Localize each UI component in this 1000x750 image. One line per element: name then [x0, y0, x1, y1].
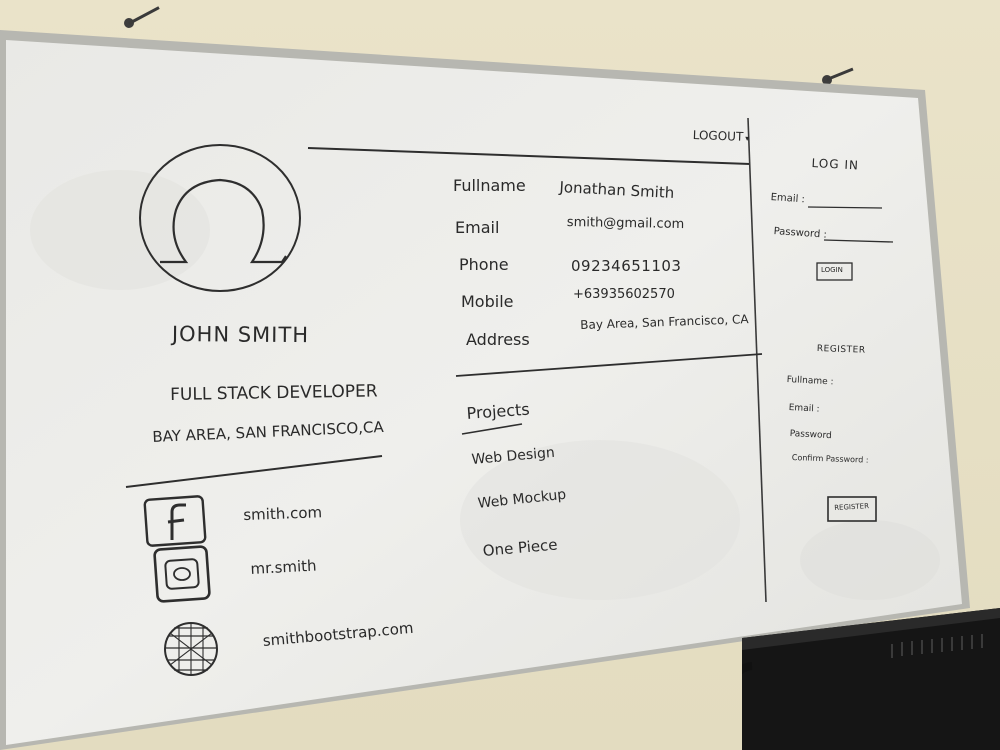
board-smudge	[30, 170, 210, 290]
login-password-field[interactable]	[824, 227, 893, 240]
board-smudge	[460, 440, 740, 600]
register-password-field[interactable]: Password	[789, 429, 832, 442]
profile-divider	[125, 455, 383, 488]
projector-device	[742, 608, 1000, 750]
logout-label: LOGOUT	[692, 128, 744, 144]
login-password-underline	[823, 239, 894, 243]
register-button-box	[827, 496, 877, 522]
board-surface	[6, 40, 962, 745]
detail-value-mobile: +63935602570	[573, 287, 675, 302]
login-email-underline	[807, 206, 883, 209]
instagram-icon	[153, 545, 211, 603]
detail-label-fullname: Fullname	[453, 176, 526, 195]
instagram-link[interactable]: mr.smith	[250, 556, 318, 578]
facebook-icon	[143, 495, 207, 547]
navbar-line	[307, 147, 751, 165]
detail-label-phone: Phone	[459, 255, 509, 274]
detail-value-phone: 09234651103	[571, 257, 682, 275]
avatar-circle	[139, 144, 301, 292]
globe-icon	[164, 622, 218, 676]
board-smudge	[800, 520, 940, 600]
detail-label-mobile: Mobile	[461, 292, 514, 311]
login-title: LOG IN	[811, 156, 860, 173]
projects-underline	[461, 423, 523, 435]
logout-link[interactable]: LOGOUT▾	[693, 128, 750, 144]
omega-avatar-icon	[160, 178, 287, 264]
login-email-field[interactable]	[808, 194, 882, 207]
register-title: REGISTER	[816, 344, 866, 356]
facebook-link[interactable]: smith.com	[243, 503, 323, 524]
details-divider	[455, 353, 763, 377]
register-email-field[interactable]: Email :	[788, 403, 820, 415]
detail-value-email: smith@gmail.com	[566, 215, 685, 233]
login-email-label: Email :	[770, 192, 806, 206]
chevron-down-icon: ▾	[745, 133, 750, 143]
profile-title: FULL STACK DEVELOPER	[170, 381, 378, 405]
detail-label-address: Address	[466, 330, 530, 349]
login-button-box	[816, 262, 853, 281]
profile-name: JOHN SMITH	[171, 322, 310, 348]
detail-label-email: Email	[455, 218, 500, 237]
panel-divider	[747, 117, 767, 603]
login-button[interactable]: LOGIN	[821, 266, 843, 274]
